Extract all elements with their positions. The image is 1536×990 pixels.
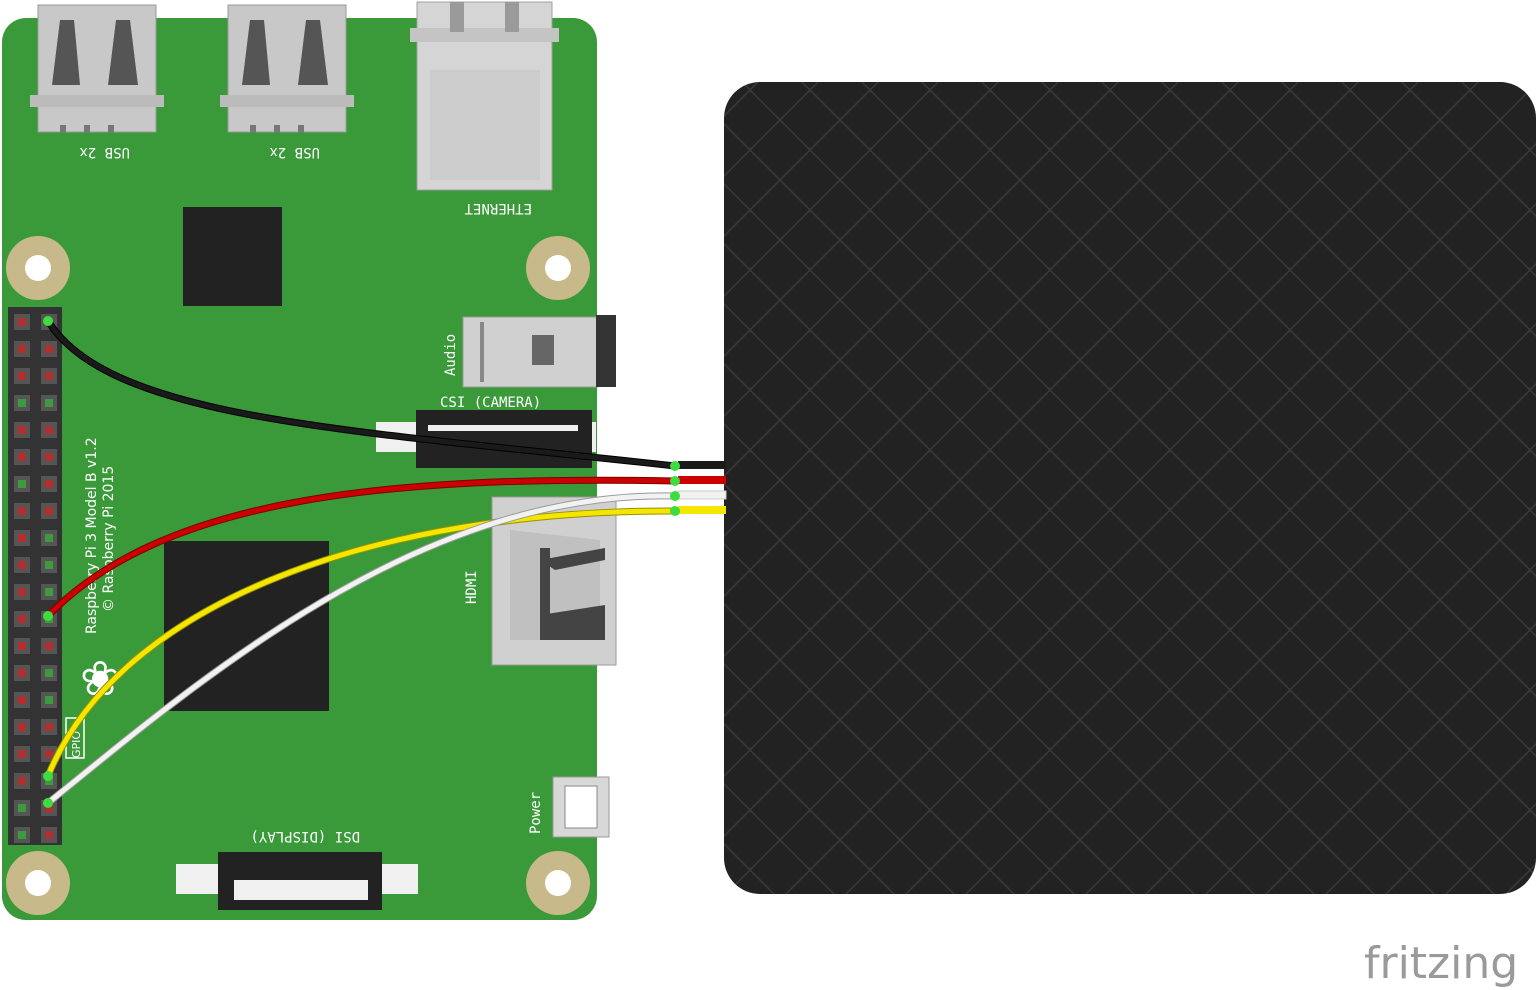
hdmi-label: HDMI xyxy=(464,570,480,604)
gpio-pin-contact xyxy=(45,453,53,461)
gpio-pin-contact xyxy=(45,534,53,542)
gpio-pin-contact xyxy=(18,642,26,650)
ethernet-port xyxy=(410,1,559,191)
wire-end xyxy=(43,611,53,621)
wire-yellow xyxy=(45,508,676,777)
usb-label: USB 2x xyxy=(79,144,130,160)
gpio-pin-contact xyxy=(18,345,26,353)
usb-label: USB 2x xyxy=(269,144,320,160)
gpio-pin-contact xyxy=(18,426,26,434)
wire-end xyxy=(670,506,680,516)
gpio-pin-contact xyxy=(45,561,53,569)
gpio-pin-contact xyxy=(18,507,26,515)
gpio-label: GPIO xyxy=(70,731,83,758)
gpio-pin-contact xyxy=(45,588,53,596)
board-pcb xyxy=(2,18,597,920)
gpio-pin-contact xyxy=(18,831,26,839)
wire-end xyxy=(670,476,680,486)
gpio-pin-contact xyxy=(45,345,53,353)
model-label: Raspberry Pi 3 Model B v1.2 xyxy=(84,437,100,634)
dsi-connector xyxy=(176,852,418,910)
gpio-pin-contact xyxy=(18,399,26,407)
gpio-pin-contact xyxy=(18,669,26,677)
gpio-pin-contact xyxy=(45,669,53,677)
gpio-pin-contact xyxy=(45,372,53,380)
wire-end xyxy=(670,491,680,501)
gpio-pin-contact xyxy=(18,318,26,326)
gpio-pin-contact xyxy=(18,804,26,812)
soc-chip xyxy=(183,207,282,306)
gpio-pin-contact xyxy=(45,399,53,407)
gpio-pin-contact xyxy=(45,696,53,704)
gpio-pin-contact xyxy=(45,831,53,839)
power-label: Power xyxy=(528,792,544,834)
gpio-pin-contact xyxy=(45,480,53,488)
audio-jack xyxy=(462,315,616,388)
wire-end xyxy=(670,461,680,471)
sensor-wire-stub xyxy=(678,476,726,484)
dsi-label: DSI (DISPLAY) xyxy=(250,828,360,844)
gpio-pin-contact xyxy=(18,615,26,623)
power-port xyxy=(552,776,610,838)
gpio-pin-contact xyxy=(18,453,26,461)
gpio-pin-contact xyxy=(18,480,26,488)
gpio-pin-contact xyxy=(45,642,53,650)
wire-end xyxy=(43,316,53,326)
hdmi-port xyxy=(491,496,617,666)
gpio-pin-contact xyxy=(45,426,53,434)
sensor-wire-stub xyxy=(677,490,727,500)
gpio-pin-contact xyxy=(45,723,53,731)
gpio-pin-contact xyxy=(18,372,26,380)
gpio-pin-contact xyxy=(18,696,26,704)
mounting-hole xyxy=(6,851,70,915)
mounting-hole xyxy=(6,236,70,300)
gpio-pin-contact xyxy=(18,777,26,785)
gpio-pin-contact xyxy=(18,750,26,758)
gpio-pin-contact xyxy=(45,804,53,812)
usb-port xyxy=(30,4,164,133)
copyright-label: © Raspberry Pi 2015 xyxy=(101,466,117,612)
wires xyxy=(43,316,680,808)
wire-white xyxy=(46,493,676,805)
mounting-hole xyxy=(526,851,590,915)
gpio-pin-contact xyxy=(18,534,26,542)
wire-red xyxy=(46,477,676,618)
usb-port xyxy=(220,4,354,133)
ethernet-label: ETHERNET xyxy=(464,200,532,216)
gpio-pin-contact xyxy=(18,561,26,569)
mounting-hole xyxy=(526,236,590,300)
gpio-pin-contact xyxy=(45,750,53,758)
sensor-wire-stub xyxy=(678,506,726,514)
touch-sensor-pad xyxy=(677,82,1536,894)
wire-end xyxy=(43,771,53,781)
gpio-pins xyxy=(14,314,57,843)
gpio-pin-contact xyxy=(45,777,53,785)
audio-label: Audio xyxy=(443,334,459,376)
raspberry-pi-board: USB 2x USB 2x ETHERNET Audio CS xyxy=(2,1,617,920)
csi-label: CSI (CAMERA) xyxy=(440,395,541,411)
fritzing-watermark: fritzing xyxy=(1364,938,1518,989)
wire-black xyxy=(45,319,676,469)
sensor-wire-stub xyxy=(678,461,726,469)
gpio-pin-contact xyxy=(18,723,26,731)
gpio-pin-contact xyxy=(45,507,53,515)
gpio-pin-contact xyxy=(18,588,26,596)
wire-end xyxy=(43,798,53,808)
